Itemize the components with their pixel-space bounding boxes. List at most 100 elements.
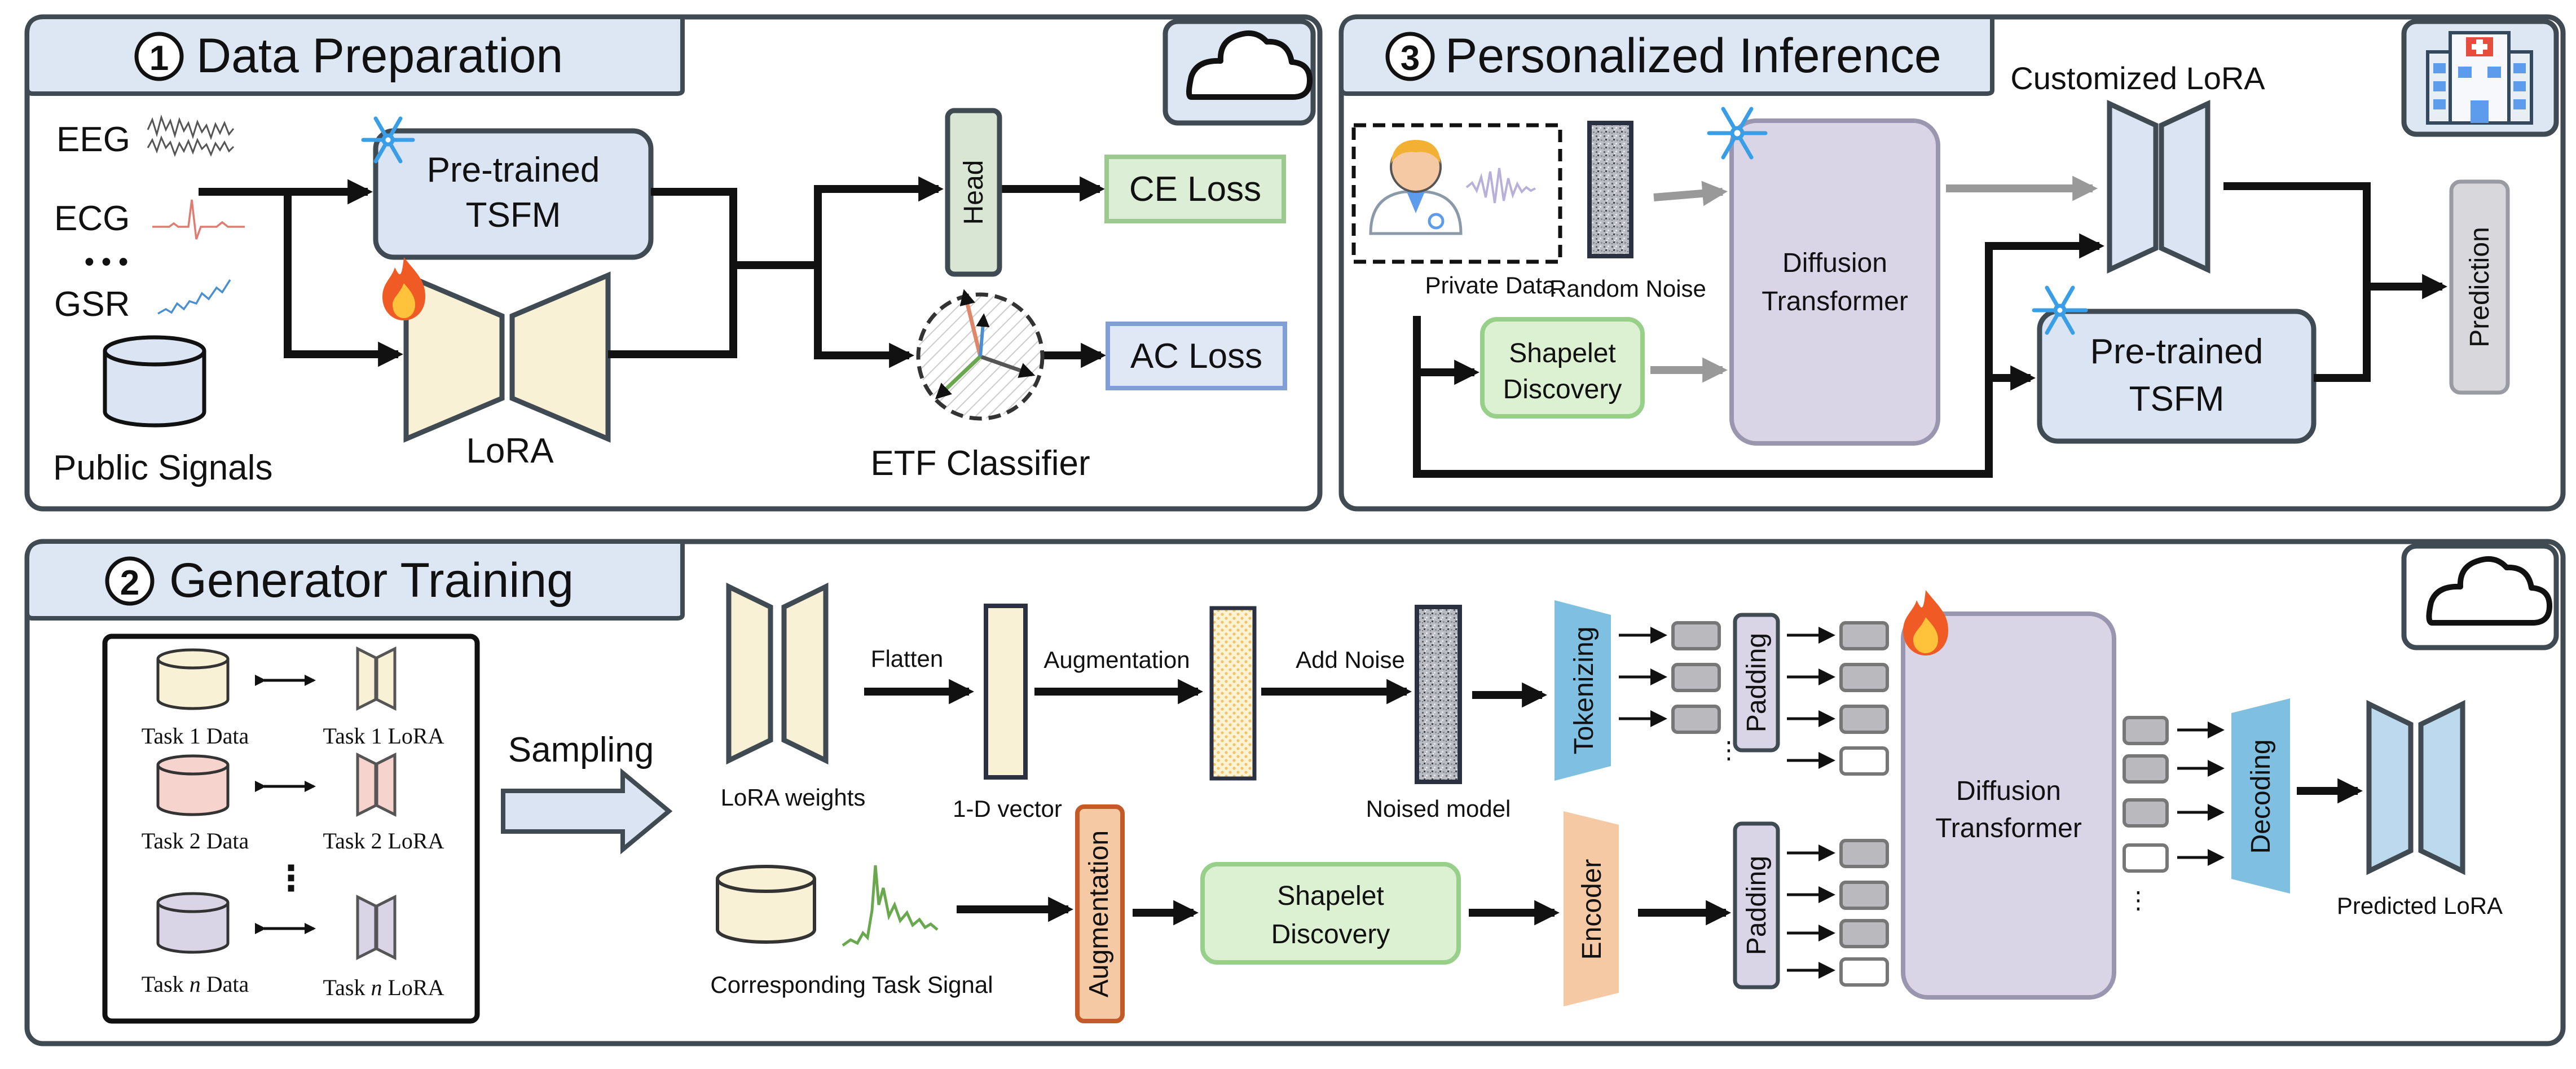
diffusion-training-label-2: Transformer (1935, 813, 2082, 843)
noised-model-block (1415, 605, 1462, 784)
diffusion-transformer-inference (1729, 118, 1940, 446)
predicted-lora-right (2418, 700, 2465, 876)
token-stack-output-dots: ⋮ (2126, 887, 2150, 913)
lora-weights-left (726, 582, 773, 765)
shapelet-discovery-training (1200, 862, 1461, 965)
snowflake-icon (2032, 285, 2088, 335)
token-stack-output: ⋮ (2123, 716, 2169, 913)
panel-3-connectors (1413, 175, 2447, 478)
shapelet-discovery-inference (1480, 317, 1645, 419)
diffusion-inference-label-1: Diffusion (1782, 248, 1887, 278)
task-signal-waveform (842, 865, 939, 947)
padding-block-1 (1733, 613, 1780, 753)
pretrained-tsfm-label-1: Pre-trained (427, 151, 600, 190)
lora-weights-right (781, 582, 829, 765)
task-list-vertical-dots: ⋮ (274, 859, 309, 898)
task-n-row: Task n Data Task n LoRA (142, 892, 444, 1000)
panel-generator-training: 2 Generator Training Task 1 Data Task 1 … (24, 539, 2566, 1046)
pretrained-inference-label-2: TSFM (2129, 380, 2225, 419)
private-data-box (1351, 123, 1562, 264)
etf-classifier-icon (916, 289, 1045, 421)
task-n-lora-left (356, 894, 377, 961)
lora-right-trapezoid (509, 271, 611, 443)
signal-label-ecg: ECG (54, 199, 130, 238)
task-n-lora-right (375, 894, 397, 961)
ecg-waveform (152, 199, 245, 240)
panel-1-title-tab (25, 15, 685, 96)
panel-1-title: Data Preparation (196, 29, 563, 83)
token-stack-1: ⋮ (1671, 621, 1741, 763)
padding-block-2 (1733, 821, 1780, 989)
decoding-label: Decoding (2246, 740, 2276, 854)
panel-data-preparation: 1 Data Preparation EEG ECG GSR • • • Pub… (24, 14, 1323, 512)
doctor-icon (1369, 140, 1463, 235)
snowflake-icon (361, 116, 415, 164)
augmentation-vertical-box (1075, 804, 1125, 1023)
token-stack-3 (1839, 839, 1889, 987)
database-icon (716, 865, 816, 944)
pretrained-inference-label-1: Pre-trained (2090, 332, 2264, 371)
ce-loss-box (1104, 155, 1286, 223)
noised-model-label: Noised model (1366, 795, 1511, 822)
pretrained-tsfm-box (373, 128, 654, 260)
sampling-arrow (501, 768, 673, 855)
task-1-lora-left (356, 646, 377, 711)
encoder-block (1564, 811, 1619, 1006)
shapelet-training-label-1: Shapelet (1277, 881, 1384, 911)
hospital-icon-badge (2401, 19, 2559, 137)
predicted-lora-label: Predicted LoRA (2337, 892, 2503, 919)
task-2-lora-left (356, 752, 377, 817)
customized-lora-right (2159, 99, 2210, 274)
database-icon (156, 754, 230, 816)
shapelet-training-label-2: Discovery (1271, 920, 1390, 949)
database-icon (156, 892, 230, 954)
padding-label-2: Padding (1742, 856, 1772, 955)
panel-2-connectors (864, 627, 2363, 979)
panel-2-title: Generator Training (169, 553, 574, 608)
database-icon (103, 335, 206, 428)
panel-2-title-tab (25, 539, 685, 621)
cloud-icon (2426, 556, 2552, 626)
panel-2-number-badge (105, 556, 155, 606)
task-n-data-label: Task n Data (142, 971, 249, 997)
head-box (945, 108, 1002, 277)
sampling-label: Sampling (508, 731, 654, 769)
customized-lora-label: Customized LoRA (2010, 60, 2265, 96)
signal-label-eeg: EEG (56, 120, 130, 159)
gsr-waveform (157, 279, 231, 315)
panel-3-title: Personalized Inference (1445, 29, 1941, 83)
diffusion-transformer-training (1901, 612, 2116, 1000)
database-icon (156, 648, 230, 710)
panel-3-number: 3 (1401, 39, 1420, 78)
cloud-icon-badge-2 (2401, 543, 2559, 650)
task-2-lora-label: Task 2 LoRA (323, 828, 444, 854)
cloud-icon-badge-1 (1162, 19, 1316, 126)
private-signal-waveform (1465, 168, 1536, 204)
task-1-lora-right (375, 646, 397, 711)
augmentation-vertical-label: Augmentation (1084, 830, 1114, 997)
fire-icon (382, 257, 425, 320)
hospital-icon (2426, 31, 2533, 125)
panel-3-title-tab (1339, 15, 1994, 96)
prediction-box (2449, 179, 2510, 395)
signal-ellipsis: • • • (85, 247, 128, 277)
panel-3-number-badge (1385, 32, 1435, 81)
random-noise-label: Random Noise (1549, 275, 1706, 302)
task-2-lora-right (375, 752, 397, 817)
add-noise-label: Add Noise (1296, 646, 1405, 673)
public-signals-label: Public Signals (53, 448, 272, 487)
augmentation-label-top: Augmentation (1043, 646, 1190, 673)
lora-left-trapezoid (403, 271, 505, 443)
task-1-row: Task 1 Data Task 1 LoRA (142, 646, 444, 749)
token-stack-2 (1839, 621, 1889, 776)
diffusion-training-label-1: Diffusion (1956, 776, 2061, 806)
panel-1-number: 1 (149, 39, 169, 78)
one-d-vector-label: 1-D vector (953, 795, 1062, 822)
panel-1-number-badge (134, 32, 184, 81)
task-2-data-label: Task 2 Data (142, 828, 249, 854)
snowflake-icon (1707, 107, 1768, 160)
one-d-vector (984, 604, 1028, 780)
task-1-lora-label: Task 1 LoRA (323, 723, 444, 749)
